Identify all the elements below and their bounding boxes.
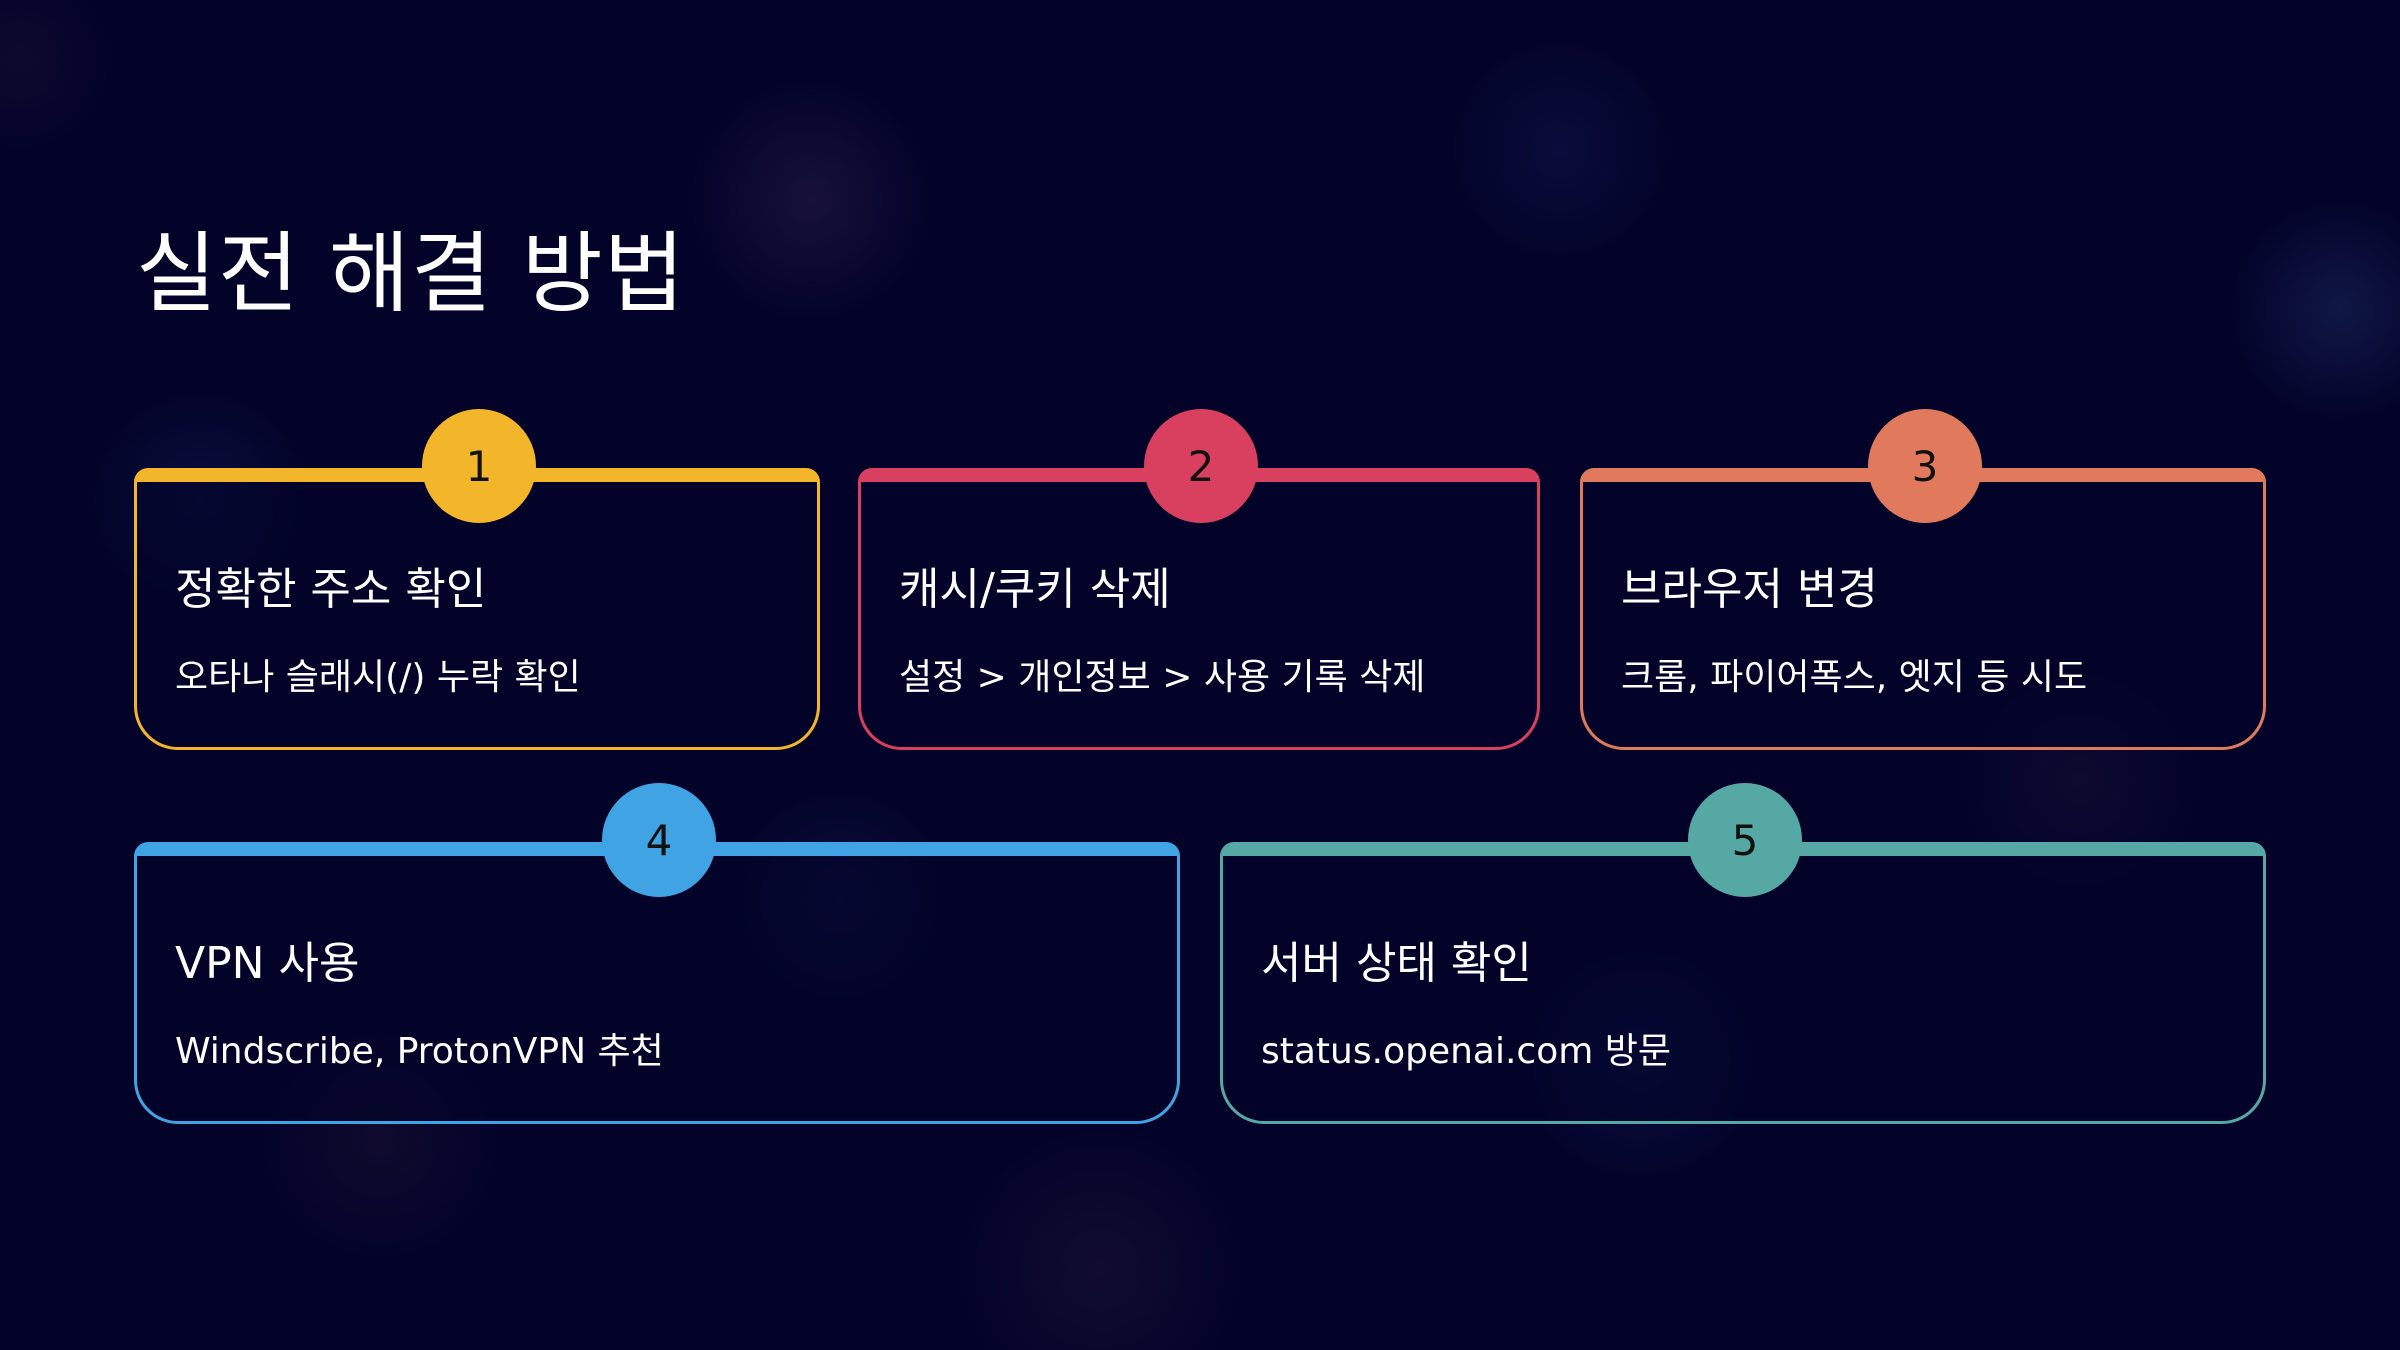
step-number-badge: 5	[1688, 783, 1802, 897]
step-description: 오타나 슬래시(/) 누락 확인	[175, 657, 581, 698]
step-title: 정확한 주소 확인	[175, 564, 487, 615]
step-title: VPN 사용	[175, 938, 360, 989]
step-card-1: 1 정확한 주소 확인 오타나 슬래시(/) 누락 확인	[134, 409, 820, 750]
step-number-badge: 3	[1868, 409, 1982, 523]
step-description: 크롬, 파이어폭스, 엣지 등 시도	[1621, 657, 2088, 698]
step-title: 브라우저 변경	[1621, 564, 1878, 615]
step-number-badge: 1	[422, 409, 536, 523]
step-description: status.openai.com 방문	[1261, 1031, 1671, 1072]
step-number-badge: 4	[602, 783, 716, 897]
step-description: 설정 > 개인정보 > 사용 기록 삭제	[899, 657, 1426, 698]
step-title: 캐시/쿠키 삭제	[899, 564, 1171, 615]
step-card-4: 4 VPN 사용 Windscribe, ProtonVPN 추천	[134, 783, 1180, 1124]
step-card-2: 2 캐시/쿠키 삭제 설정 > 개인정보 > 사용 기록 삭제	[858, 409, 1540, 750]
step-card-3: 3 브라우저 변경 크롬, 파이어폭스, 엣지 등 시도	[1580, 409, 2266, 750]
step-card-5: 5 서버 상태 확인 status.openai.com 방문	[1220, 783, 2266, 1124]
step-title: 서버 상태 확인	[1261, 938, 1532, 989]
step-number-badge: 2	[1144, 409, 1258, 523]
page-title: 실전 해결 방법	[136, 222, 686, 325]
step-description: Windscribe, ProtonVPN 추천	[175, 1031, 664, 1072]
